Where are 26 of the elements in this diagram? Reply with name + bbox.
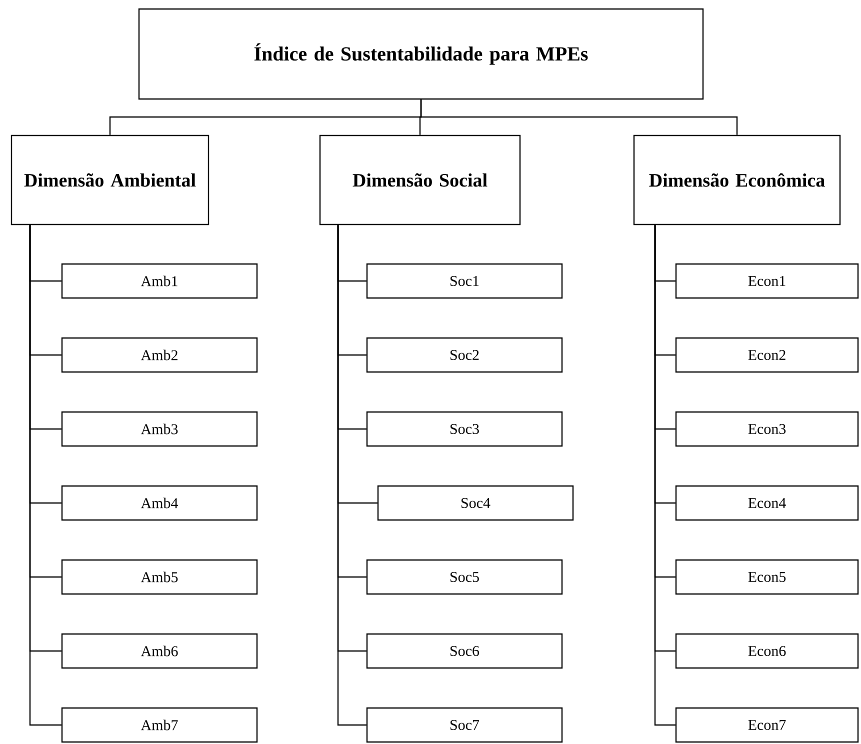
- indicator-box: Amb7: [61, 707, 258, 743]
- connector: [420, 100, 738, 135]
- indicator-box: Soc6: [366, 633, 563, 669]
- indicator-box: Econ7: [675, 707, 859, 743]
- indicator-box: Soc5: [366, 559, 563, 595]
- dimension-box: Dimensão Social: [319, 134, 521, 226]
- dimension-box: Dimensão Econômica: [633, 134, 841, 226]
- indicator-box: Soc4: [377, 485, 574, 521]
- indicator-box: Amb3: [61, 411, 258, 447]
- indicator-box: Soc3: [366, 411, 563, 447]
- indicator-box: Amb6: [61, 633, 258, 669]
- indicator-box: Econ2: [675, 337, 859, 373]
- dimension-box: Dimensão Ambiental: [10, 134, 210, 226]
- indicator-box: Amb1: [61, 263, 258, 299]
- indicator-box: Amb2: [61, 337, 258, 373]
- indicator-box: Econ4: [675, 485, 859, 521]
- root-box: Índice de Sustentabilidade para MPEs: [138, 8, 704, 100]
- indicator-box: Soc1: [366, 263, 563, 299]
- indicator-box: Econ1: [675, 263, 859, 299]
- indicator-box: Soc7: [366, 707, 563, 743]
- indicator-box: Econ6: [675, 633, 859, 669]
- indicator-box: Econ3: [675, 411, 859, 447]
- indicator-box: Amb5: [61, 559, 258, 595]
- indicator-box: Soc2: [366, 337, 563, 373]
- indicator-box: Econ5: [675, 559, 859, 595]
- indicator-box: Amb4: [61, 485, 258, 521]
